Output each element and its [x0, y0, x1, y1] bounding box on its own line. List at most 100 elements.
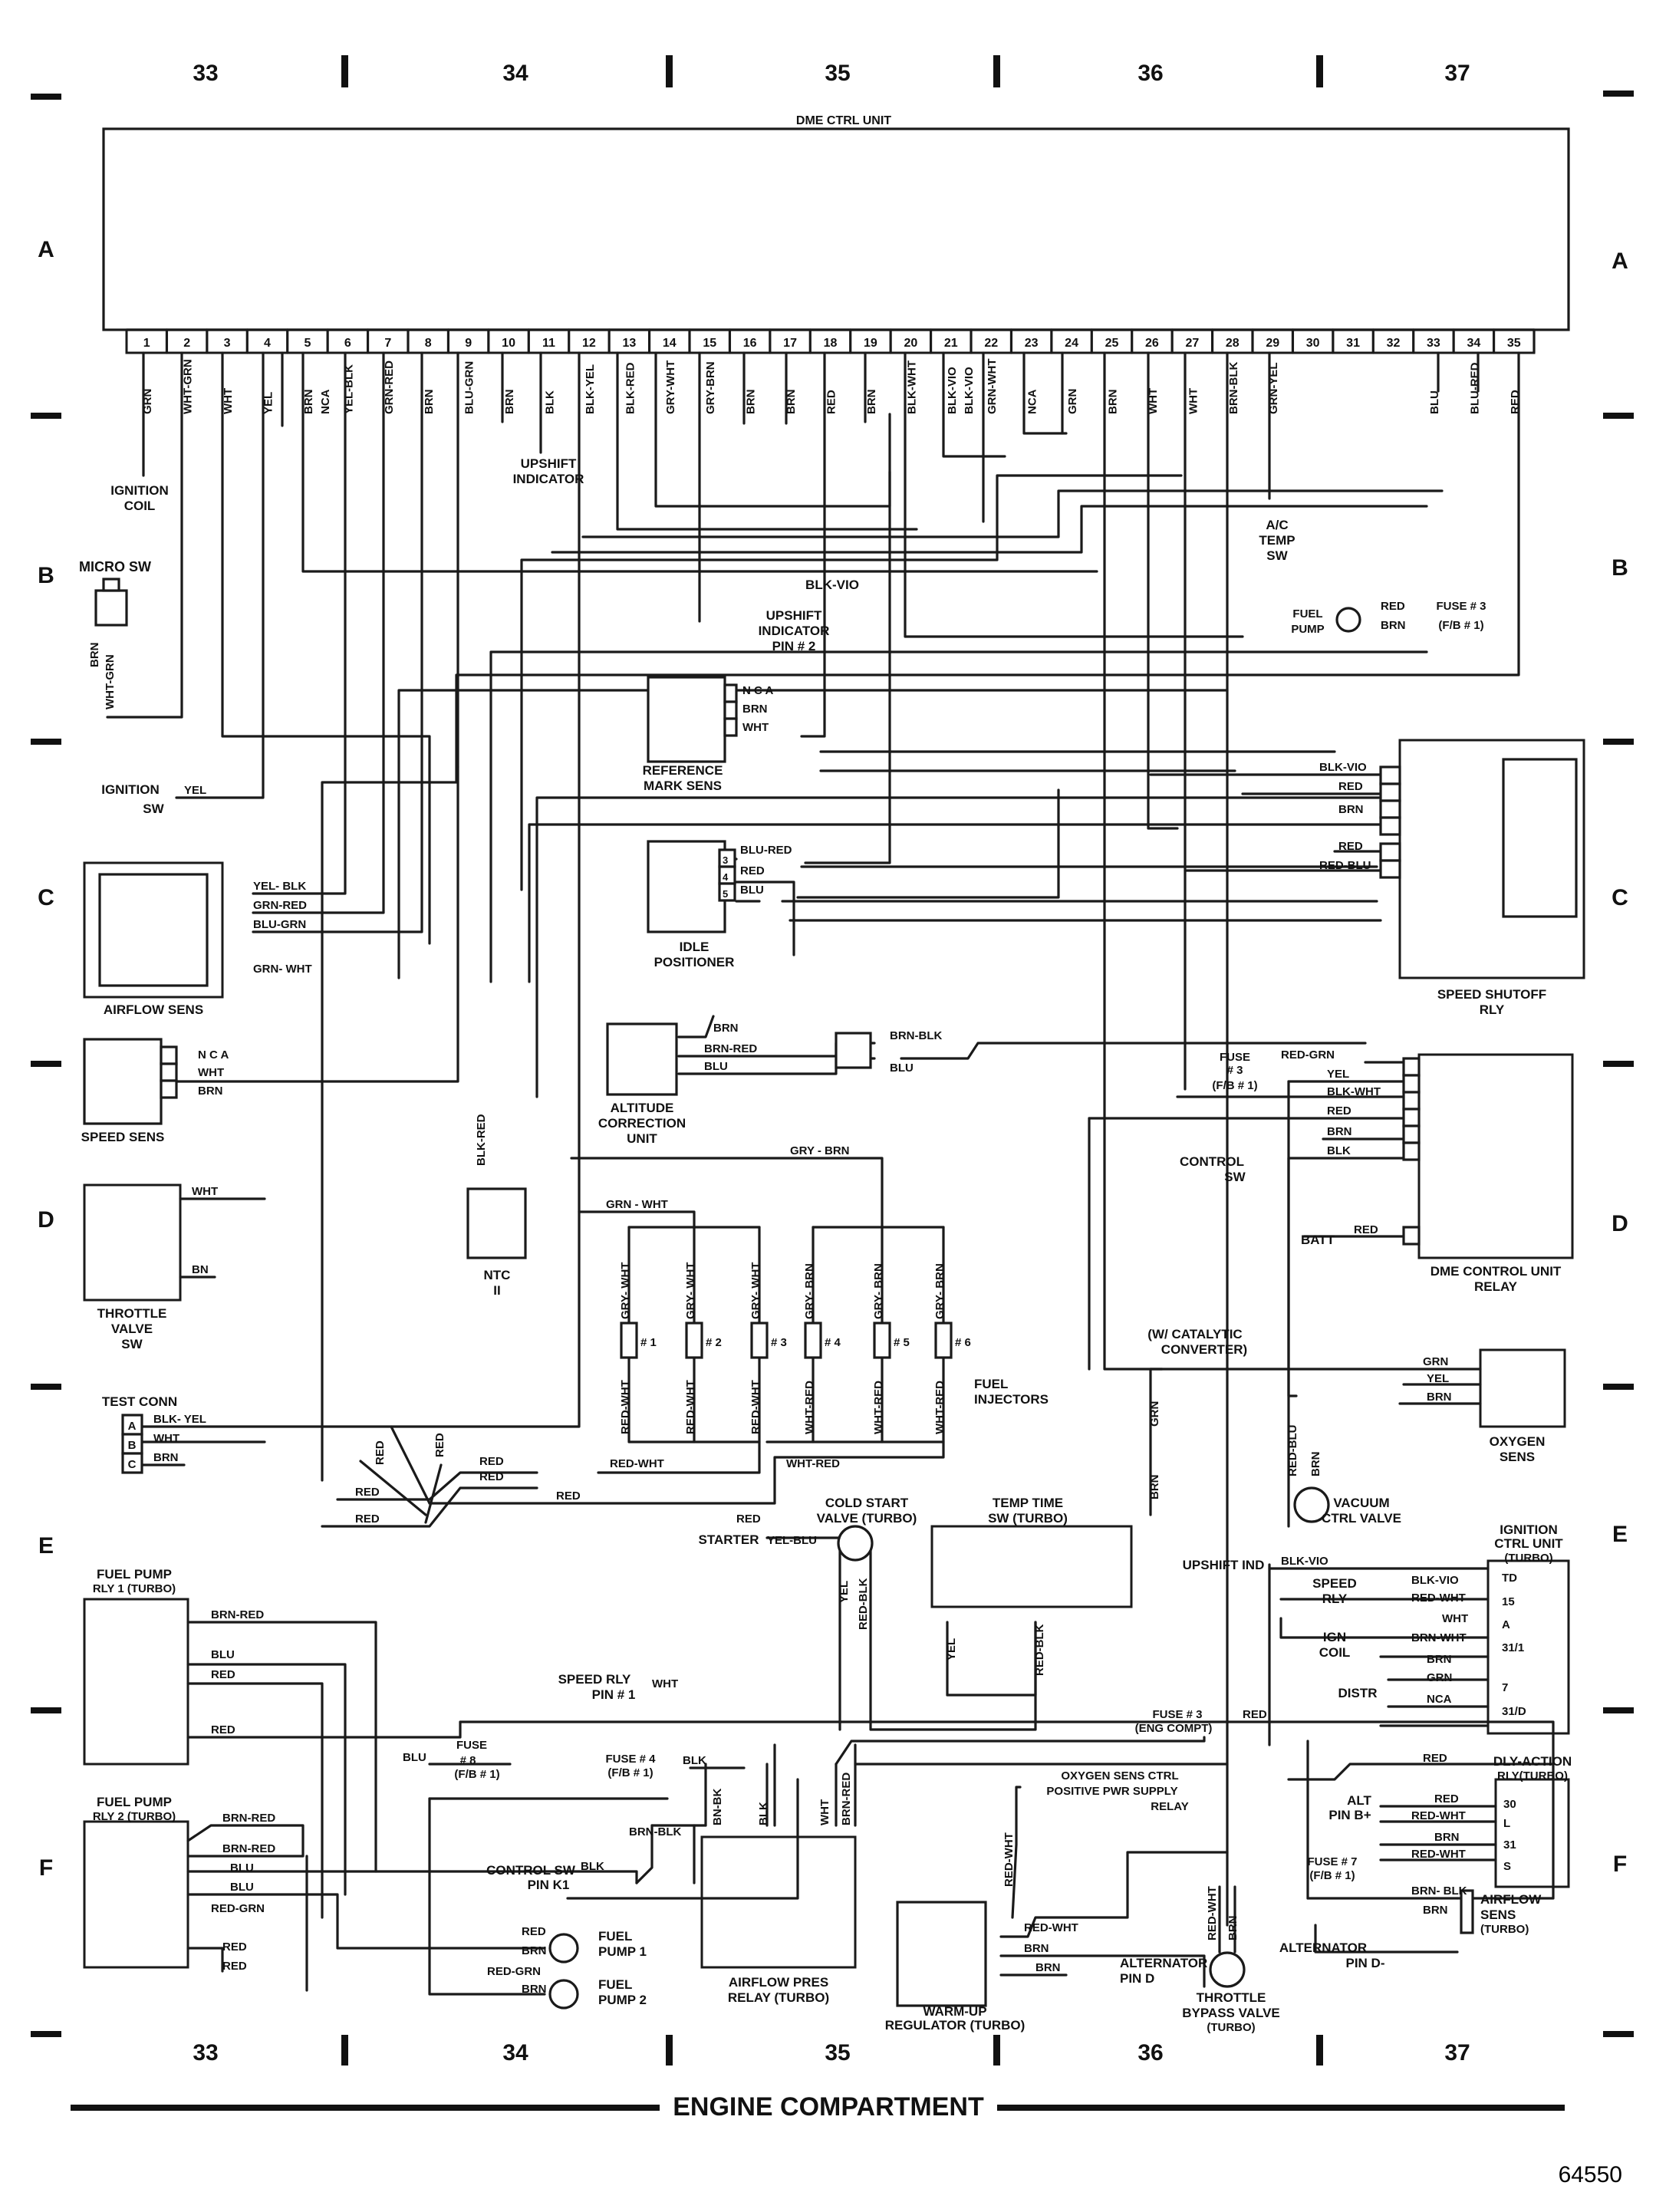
- dme-control-relay: [1417, 1053, 1574, 1259]
- row-label-d-right: D: [1612, 1211, 1628, 1236]
- micro-sw-body: [94, 589, 128, 627]
- label-ign-ctrl-1: IGNITION: [1500, 1522, 1558, 1537]
- svg-text:RED: RED: [1434, 1792, 1459, 1805]
- svg-text:BRN: BRN: [1427, 1653, 1452, 1666]
- cold-start-valve: [837, 1525, 874, 1562]
- label-ign-coil-1: IGN: [1323, 1630, 1346, 1644]
- label-control-sw-1: CONTROL: [1180, 1154, 1244, 1169]
- oxygen-sens: [1479, 1348, 1566, 1428]
- svg-text:WHT: WHT: [652, 1677, 678, 1690]
- fuel-pump-2: [548, 1979, 579, 2010]
- svg-text:BLK-RED: BLK-RED: [475, 1114, 488, 1166]
- row-label-e-left: E: [38, 1533, 54, 1559]
- label-test-c: C: [128, 1458, 137, 1471]
- svg-text:RED: RED: [1423, 1752, 1447, 1765]
- svg-text:BRN: BRN: [1309, 1452, 1322, 1477]
- fuel-pump-b: [1335, 607, 1361, 633]
- svg-text:WHT: WHT: [742, 721, 769, 734]
- label-fp-rly2-2: RLY 2 (TURBO): [93, 1810, 176, 1823]
- airflow-pres-relay: [700, 1835, 857, 1969]
- test-conn: [121, 1414, 143, 1436]
- label-inj-4: # 4: [825, 1336, 841, 1349]
- label-vacuum-2: CTRL VALVE: [1322, 1511, 1401, 1526]
- svg-text:BRN: BRN: [153, 1451, 179, 1464]
- svg-text:BRN-RED: BRN-RED: [222, 1812, 275, 1825]
- dme-pin-number: 19: [864, 337, 877, 350]
- dme-pin-number: 17: [783, 337, 797, 350]
- label-ac-3: SW: [1266, 548, 1288, 563]
- dme-pin-number: 33: [1427, 337, 1440, 350]
- svg-text:BLU: BLU: [890, 1062, 914, 1075]
- dme-pin-wire-label: NCA: [1026, 389, 1039, 414]
- label-throttle-3: SW: [121, 1337, 143, 1351]
- diagram-labels: IGNITION COIL UPSHIFT INDICATOR A/C TEMP…: [79, 456, 1572, 2034]
- svg-text:BRN: BRN: [1427, 1391, 1452, 1404]
- svg-text:WHT: WHT: [1442, 1612, 1468, 1625]
- svg-text:RED: RED: [433, 1433, 446, 1457]
- label-speed-rly-pin1-2: PIN # 1: [592, 1687, 636, 1702]
- reference-mark-sens: [647, 676, 726, 763]
- svg-text:BLK- YEL: BLK- YEL: [153, 1413, 206, 1426]
- label-fuse7-2: (F/B # 1): [1309, 1869, 1355, 1882]
- svg-text:GRY- WHT: GRY- WHT: [619, 1262, 632, 1319]
- label-oxygen-1: OXYGEN: [1490, 1434, 1546, 1449]
- label-fuse3-d-3: (F/B # 1): [1212, 1079, 1257, 1092]
- vacuum-ctrl-valve: [1293, 1486, 1330, 1523]
- svg-text:BRN-BLK: BRN-BLK: [890, 1029, 942, 1042]
- label-ref-mark-2: MARK SENS: [644, 778, 722, 793]
- svg-text:RED: RED: [1338, 840, 1363, 853]
- svg-text:BLK-WHT: BLK-WHT: [1327, 1085, 1381, 1098]
- svg-text:BLK: BLK: [757, 1802, 770, 1825]
- dme-pin-number: 16: [743, 337, 757, 350]
- svg-text:YEL-BLU: YEL-BLU: [767, 1534, 817, 1547]
- bottom-tick-marks: [341, 2035, 1323, 2066]
- dme-pin-number: 12: [582, 337, 596, 350]
- label-idle-1: IDLE: [680, 940, 709, 954]
- label-fuel-pump-b-2: PUMP: [1291, 623, 1324, 636]
- svg-text:YEL: YEL: [1327, 1068, 1349, 1081]
- svg-text:RED: RED: [222, 1960, 247, 1973]
- svg-text:GRY- BRN: GRY- BRN: [872, 1263, 885, 1319]
- svg-text:BLU-GRN: BLU-GRN: [253, 918, 306, 931]
- dme-pin-number: 20: [904, 337, 917, 350]
- svg-text:RED-WHT: RED-WHT: [1024, 1921, 1078, 1934]
- dme-pin-wire-label: BRN: [503, 390, 516, 415]
- svg-text:RED: RED: [740, 864, 765, 877]
- label-speed-rly-2: RLY: [1322, 1592, 1348, 1606]
- svg-text:BRN-RED: BRN-RED: [222, 1842, 275, 1855]
- row-label-c-right: C: [1612, 885, 1628, 910]
- label-fuel-pump1-1: FUEL: [598, 1929, 632, 1944]
- label-ac-2: TEMP: [1259, 533, 1295, 548]
- svg-text:GRY- BRN: GRY- BRN: [933, 1263, 947, 1319]
- label-oxygen-2: SENS: [1500, 1450, 1535, 1464]
- label-altitude-2: CORRECTION: [598, 1116, 686, 1131]
- svg-text:WHT: WHT: [818, 1799, 831, 1825]
- speed-sens: [83, 1038, 163, 1125]
- label-throttle-bypass-3: (TURBO): [1207, 2021, 1255, 2034]
- label-upshift-1: UPSHIFT: [521, 456, 577, 471]
- label-dme-relay-1: DME CONTROL UNIT: [1430, 1264, 1562, 1279]
- svg-text:BLK: BLK: [581, 1860, 604, 1873]
- svg-text:BRN: BRN: [1434, 1831, 1460, 1844]
- svg-text:BRN: BRN: [713, 1022, 739, 1035]
- label-cold-start-2: VALVE (TURBO): [817, 1511, 917, 1526]
- dme-pin-wire-label: BLK-VIO: [946, 367, 959, 414]
- col-label-35-bottom: 35: [825, 2040, 850, 2066]
- fuel-injectors-group: [620, 1322, 953, 1359]
- svg-text:BRN: BRN: [1024, 1942, 1049, 1955]
- dme-pin-number: 7: [384, 337, 391, 350]
- label-starter: STARTER: [698, 1532, 759, 1547]
- label-ignition-sw-2: SW: [143, 802, 164, 816]
- label-inj-2: # 2: [706, 1336, 722, 1349]
- dme-pin-wire-label: YEL: [262, 392, 275, 414]
- dme-pin-number: 31: [1346, 337, 1360, 350]
- dme-pin-wire-label: BLU-GRN: [463, 361, 476, 414]
- label-ign-pin-a: A: [1502, 1618, 1510, 1631]
- svg-text:RED: RED: [355, 1486, 380, 1499]
- label-fuse8-3: (F/B # 1): [454, 1768, 499, 1781]
- warm-up-regulator: [896, 1901, 987, 2007]
- svg-text:WHT-RED: WHT-RED: [803, 1381, 816, 1434]
- dme-pin-number: 25: [1105, 337, 1119, 350]
